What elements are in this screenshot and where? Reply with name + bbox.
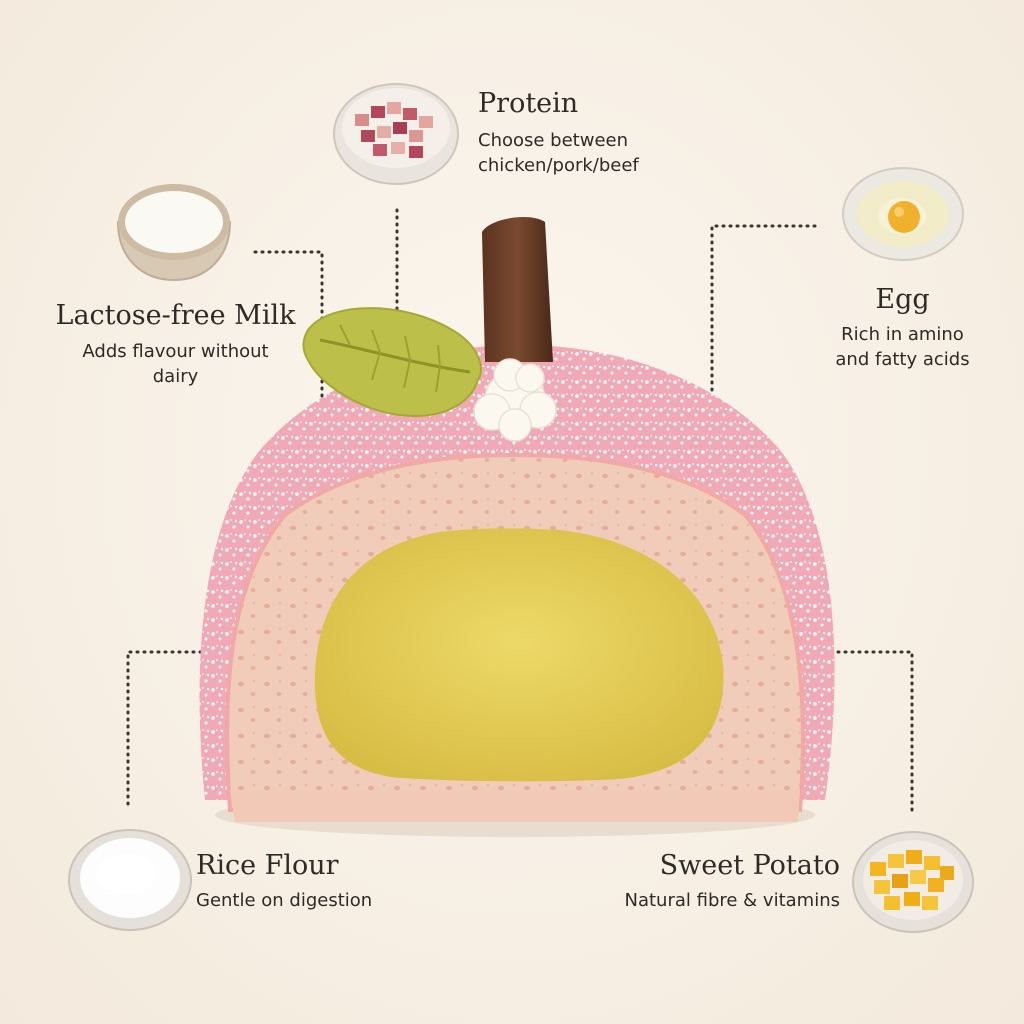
rice-flour-description: Gentle on digestion: [196, 890, 373, 911]
protein-desc-line1: Choose between: [478, 130, 629, 151]
rice-flour-connector: [126, 650, 217, 812]
diced-meat-bowl-icon: [333, 83, 459, 185]
egg-description: Rich in amino and fatty acids: [800, 322, 1005, 372]
milk-desc-line1: Adds flavour without: [82, 341, 269, 362]
egg-desc-line2: and fatty acids: [835, 349, 970, 370]
sweet-potato-description: Natural fibre & vitamins: [624, 890, 841, 911]
milk-connector: [253, 250, 324, 442]
protein-desc-line2: chicken/pork/beef: [478, 155, 639, 176]
milk-description: Adds flavour without dairy: [38, 339, 313, 389]
sweet-potato-filling: [314, 528, 724, 782]
milk-bowl-icon: [116, 184, 232, 282]
egg-bowl-icon: [842, 167, 964, 261]
egg-title: Egg: [875, 284, 930, 315]
rice-flour-bowl-icon: [68, 829, 192, 931]
stem: [482, 217, 553, 362]
sweet-potato-bowl-icon: [852, 831, 974, 933]
milk-title: Lactose-free Milk: [55, 300, 296, 331]
egg-desc-line1: Rich in amino: [841, 324, 964, 345]
cream-topping: [473, 358, 557, 442]
sweet-potato-title: Sweet Potato: [659, 850, 840, 881]
protein-description: Choose between chicken/pork/beef: [478, 128, 639, 178]
rice-flour-title: Rice Flour: [196, 850, 339, 881]
milk-desc-line2: dairy: [152, 366, 199, 387]
egg-connector: [710, 224, 817, 422]
protein-title: Protein: [478, 88, 579, 119]
cake-base: [230, 790, 800, 822]
